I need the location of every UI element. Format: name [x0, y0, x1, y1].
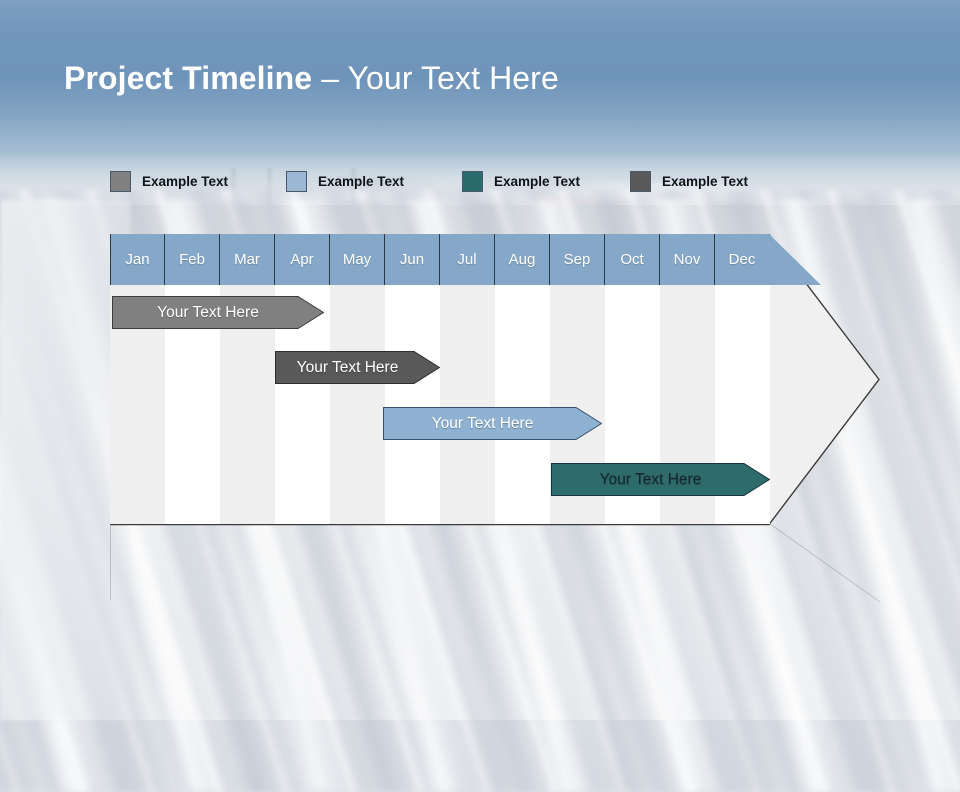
timeline-bar-arrow-shape — [275, 351, 440, 384]
month-header-label: Jun — [385, 234, 440, 285]
legend-swatch-icon — [110, 170, 131, 192]
month-column-jan[interactable]: Jan — [110, 234, 165, 524]
month-header-label: Apr — [275, 234, 330, 285]
month-header-label: Sep — [550, 234, 605, 285]
timeline-bar-1[interactable]: Your Text Here — [112, 296, 324, 329]
month-column-aug[interactable]: Aug — [495, 234, 550, 524]
legend-item-label: Example Text — [142, 173, 229, 189]
month-column-jul[interactable]: Jul — [440, 234, 495, 524]
month-header-label: Feb — [165, 234, 220, 285]
page-title: Project Timeline – Your Text Here — [64, 60, 559, 97]
timeline-bar-label: Your Text Here — [296, 358, 399, 376]
timeline-bar-label: Your Text Here — [157, 303, 259, 321]
month-column-feb[interactable]: Feb — [165, 234, 220, 524]
road-left-edge — [0, 200, 130, 720]
legend-item-1[interactable]: Example Text — [110, 168, 228, 194]
month-header-label: Jul — [440, 234, 495, 285]
legend-item-label: Example Text — [318, 173, 405, 189]
timeline-bar-arrow-shape — [551, 463, 770, 496]
timeline-bar-arrow-shape — [112, 296, 324, 329]
legend-swatch-icon — [286, 170, 307, 192]
legend-swatch-icon — [462, 170, 483, 192]
month-header-label: Dec — [715, 234, 770, 285]
chart-shadow-right — [770, 524, 881, 603]
legend-item-label: Example Text — [662, 173, 749, 189]
month-column-mar[interactable]: Mar — [220, 234, 275, 524]
month-header-label: Nov — [660, 234, 715, 285]
month-header-label: Jan — [110, 234, 165, 285]
timeline-bar-3[interactable]: Your Text Here — [383, 407, 602, 440]
timeline-bar-label: Your Text Here — [431, 414, 534, 432]
legend-item-2[interactable]: Example Text — [286, 168, 404, 194]
legend-item-label: Example Text — [494, 173, 581, 189]
page-title-rest: Your Text Here — [347, 60, 559, 96]
timeline-bar-4[interactable]: Your Text Here — [551, 463, 770, 496]
month-header-label: May — [330, 234, 385, 285]
page-title-dash: – — [312, 60, 348, 96]
legend-swatch-icon — [630, 170, 651, 192]
month-header-label: Mar — [220, 234, 275, 285]
timeline-bar-arrow-shape — [383, 407, 602, 440]
month-header-label: Oct — [605, 234, 660, 285]
chart-shadow-left — [110, 524, 111, 600]
timeline-bar-label: Your Text Here — [599, 470, 702, 488]
legend-item-3[interactable]: Example Text — [462, 168, 580, 194]
timeline-bar-2[interactable]: Your Text Here — [275, 351, 440, 384]
legend-item-4[interactable]: Example Text — [630, 168, 748, 194]
page-title-bold: Project Timeline — [64, 60, 313, 96]
month-header-label: Aug — [495, 234, 550, 285]
